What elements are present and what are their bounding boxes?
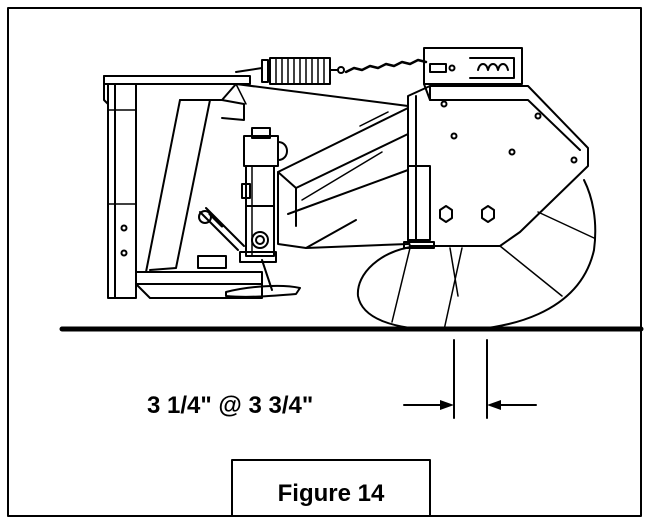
- cutter-housing: [287, 85, 589, 249]
- spring-chain: [235, 57, 428, 85]
- figure-caption: Figure 14: [278, 480, 385, 507]
- pin-bracket: [239, 127, 288, 263]
- arrowhead-right: [487, 400, 501, 410]
- arrowhead-left: [440, 400, 454, 410]
- support-arm: [221, 83, 409, 121]
- cutting-wheel: [356, 179, 597, 332]
- skid-shoe: [197, 255, 301, 298]
- dimension-indicator: [403, 339, 537, 419]
- caption-box: [231, 459, 431, 517]
- dimension-label: 3 1/4" @ 3 3/4": [147, 392, 313, 419]
- hydraulic-cylinder: [198, 207, 245, 251]
- machine-illustration: [103, 47, 597, 332]
- hopper-frame: [103, 75, 263, 299]
- hood-box: [423, 47, 523, 101]
